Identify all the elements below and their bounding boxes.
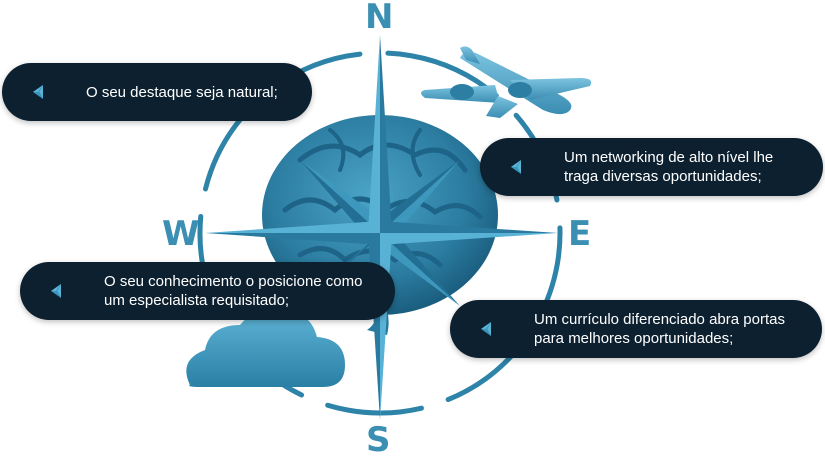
compass-icon [20, 74, 56, 110]
compass-north-label: N [365, 0, 394, 37]
airplane-illustration [421, 46, 592, 118]
compass-east-label: E [568, 214, 592, 254]
cloud-illustration [186, 311, 345, 387]
compass-icon [38, 273, 74, 309]
compass-ring [197, 50, 563, 416]
compass-icon [498, 149, 534, 185]
info-pill-curriculo: Um currículo diferenciado abra portas pa… [450, 300, 822, 358]
compass-south-label: S [366, 420, 391, 460]
info-pill-label: Um currículo diferenciado abra portas pa… [534, 311, 785, 347]
info-pill-destaque: O seu destaque seja natural; [2, 63, 312, 121]
compass-icon [468, 311, 504, 347]
compass-west-label: W [162, 214, 200, 254]
info-pill-label: O seu conhecimento o posicione como um e… [104, 273, 363, 309]
info-pill-networking: Um networking de alto nível lhe traga di… [480, 138, 823, 196]
info-pill-label: O seu destaque seja natural; [86, 83, 278, 101]
info-pill-conhecimento: O seu conhecimento o posicione como um e… [20, 262, 395, 320]
compass-rose [205, 35, 558, 420]
info-pill-label: Um networking de alto nível lhe traga di… [564, 149, 774, 185]
